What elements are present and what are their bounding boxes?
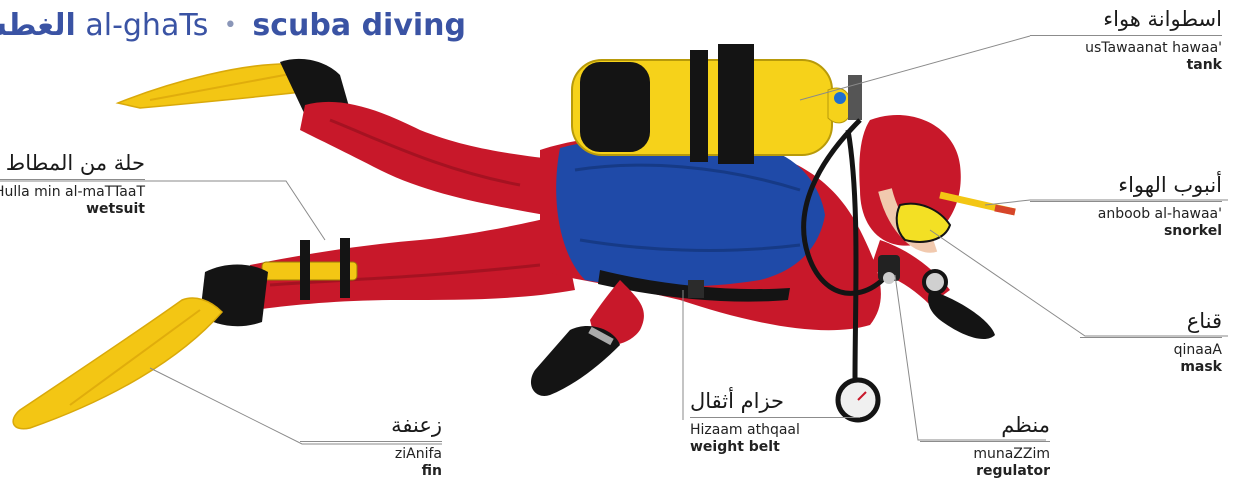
wetsuit-arabic: حلة من المطاط <box>0 150 145 176</box>
regulator-transliteration: munaZZim <box>920 446 1050 463</box>
snorkel-arabic: أنبوب الهواء <box>1030 172 1222 198</box>
mask-english: mask <box>1080 359 1222 376</box>
label-regulator: منظم munaZZim regulator <box>920 412 1050 480</box>
fin-transliteration: ziAnifa <box>300 446 442 463</box>
wetsuit-english: wetsuit <box>0 201 145 218</box>
leader-tank <box>800 36 1030 100</box>
snorkel-english: snorkel <box>1030 223 1222 240</box>
fin-english: fin <box>300 463 442 480</box>
tank-transliteration: usTawaanat hawaa' <box>1030 40 1222 57</box>
mask-arabic: قناع <box>1080 308 1222 334</box>
label-wetsuit: حلة من المطاط Hulla min al-maTTaaT wetsu… <box>0 150 145 218</box>
snorkel-transliteration: anboob al-hawaa' <box>1030 206 1222 223</box>
label-snorkel: أنبوب الهواء anboob al-hawaa' snorkel <box>1030 172 1222 240</box>
regulator-arabic: منظم <box>920 412 1050 438</box>
label-tank: اسطوانة هواء usTawaanat hawaa' tank <box>1030 6 1222 74</box>
tank-arabic: اسطوانة هواء <box>1030 6 1222 32</box>
label-fin: زعنفة ziAnifa fin <box>300 412 442 480</box>
regulator-english: regulator <box>920 463 1050 480</box>
wetsuit-transliteration: Hulla min al-maTTaaT <box>0 184 145 201</box>
label-mask: قناع qinaaA mask <box>1080 308 1222 376</box>
label-weight-belt: حزام أثقال Hizaam athqaal weight belt <box>690 388 860 456</box>
fin-arabic: زعنفة <box>300 412 442 438</box>
tank-english: tank <box>1030 57 1222 74</box>
weight-belt-arabic: حزام أثقال <box>690 388 860 414</box>
mask-transliteration: qinaaA <box>1080 342 1222 359</box>
weight-belt-english: weight belt <box>690 439 860 456</box>
weight-belt-transliteration: Hizaam athqaal <box>690 422 860 439</box>
